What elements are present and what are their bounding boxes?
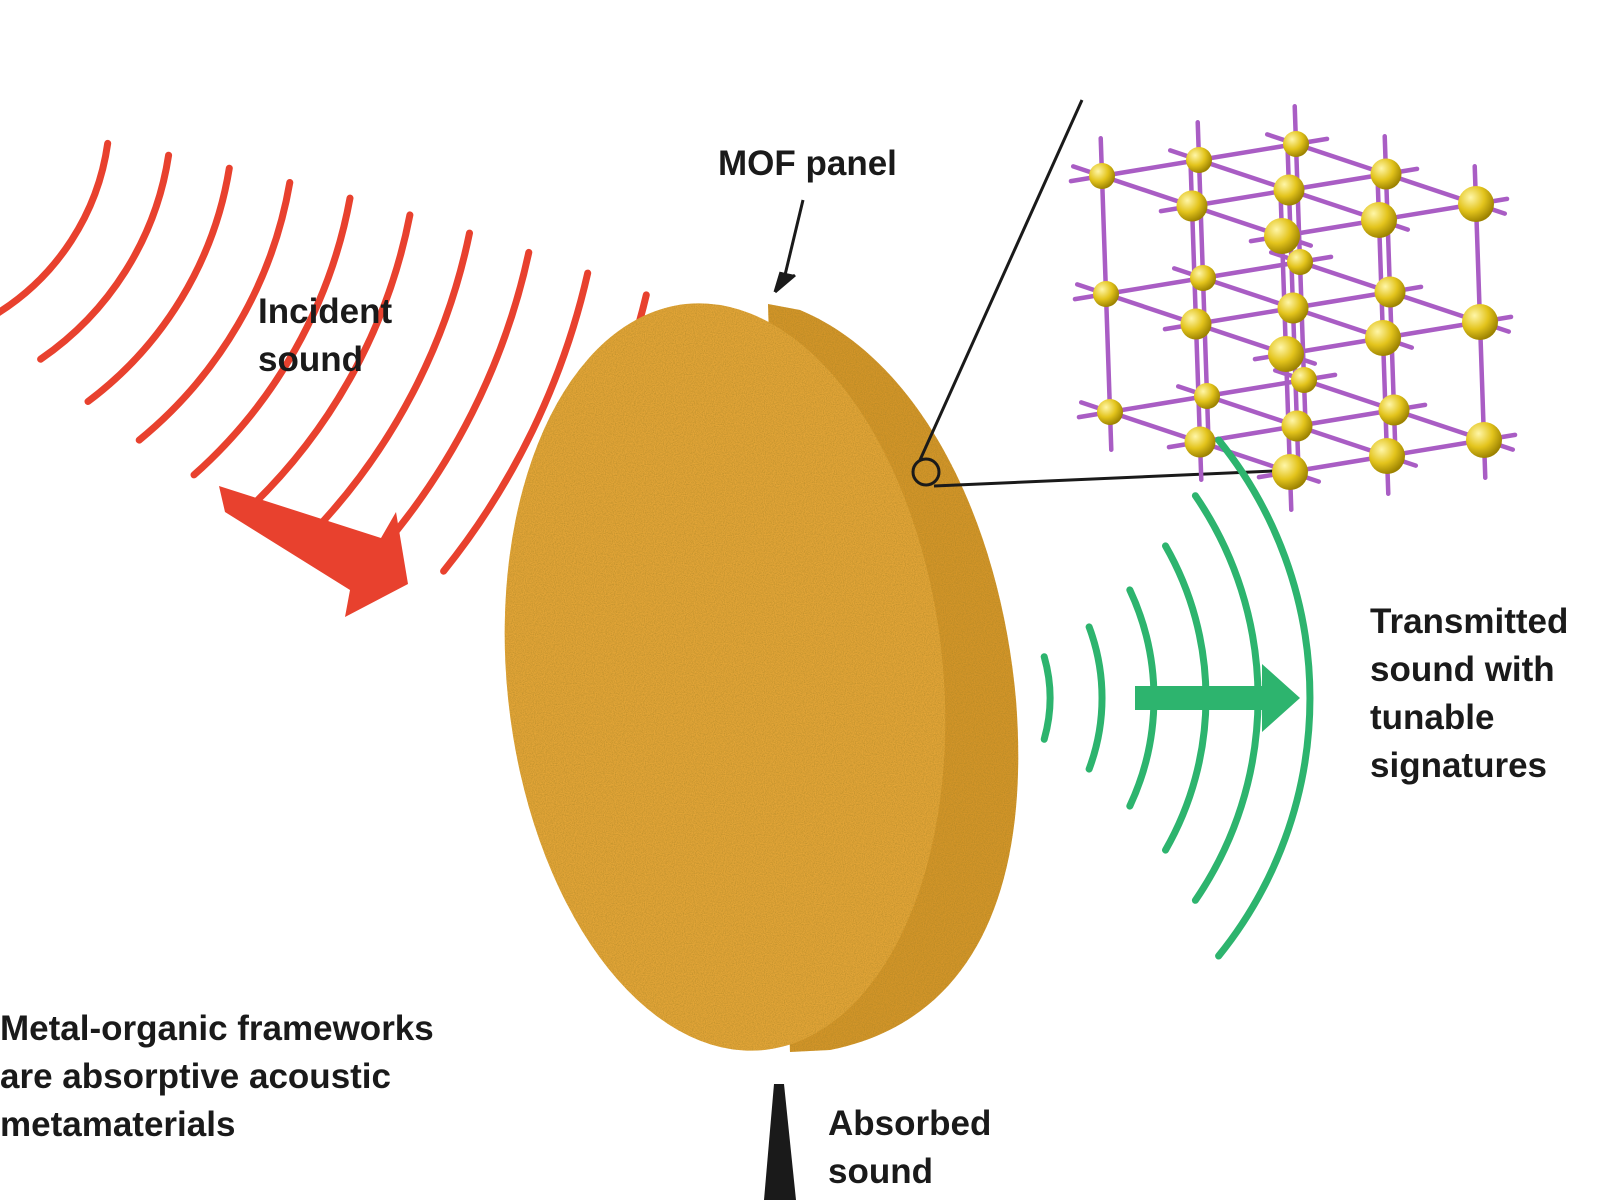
lattice-atom <box>1370 158 1402 190</box>
incident-wave-arc <box>248 211 414 510</box>
incident-wave-arc <box>190 194 354 479</box>
lattice-bond <box>1200 259 1303 281</box>
lattice-atom <box>1097 399 1123 425</box>
lattice-bond <box>1107 393 1210 415</box>
incident-wave-arc <box>37 151 173 363</box>
panel-front-face <box>504 303 946 1051</box>
lattice-atom <box>1374 276 1406 308</box>
lattice-bond <box>1189 203 1199 327</box>
lattice-atom <box>1180 308 1212 340</box>
lattice-bond <box>1293 141 1303 265</box>
lattice-bond <box>1290 289 1393 311</box>
lattice-atom <box>1361 202 1397 238</box>
lattice-atom <box>1089 163 1115 189</box>
lattice-bond <box>1099 173 1109 297</box>
lattice-atom <box>1268 336 1304 372</box>
lattice-bond <box>1103 291 1113 415</box>
lattice-bond <box>1196 141 1299 163</box>
lattice-bond <box>1189 187 1292 209</box>
lattice-bond <box>1193 321 1203 445</box>
lattice-bond <box>1107 409 1203 445</box>
lattice-bond <box>1477 319 1487 443</box>
transmitted-wave-arc <box>1040 653 1054 743</box>
lattice-atom <box>1378 394 1410 426</box>
lattice-bond <box>1200 275 1210 399</box>
lattice-bond <box>1294 407 1397 429</box>
lattice-atom <box>1186 147 1212 173</box>
lattice-bond <box>1196 157 1292 193</box>
zoom-circle <box>911 457 941 487</box>
mof-panel-pointer <box>773 199 805 294</box>
mof-panel-disc <box>504 303 1019 1052</box>
lattice-atom <box>1272 454 1308 490</box>
incident-arrow-icon <box>219 486 408 617</box>
lattice-bond <box>1297 259 1393 295</box>
incident-wave-arc <box>0 139 112 316</box>
metal-organic-framework-lattice <box>1068 103 1518 513</box>
lattice-atom <box>1458 186 1494 222</box>
lattice-atom <box>1466 422 1502 458</box>
incident-wave-arc <box>373 248 533 558</box>
lattice-bond <box>1099 173 1195 209</box>
lattice-atom <box>1277 292 1309 324</box>
zoom-lines <box>918 99 1297 488</box>
lattice-bond <box>1473 201 1483 325</box>
incident-wave-arc <box>440 269 592 575</box>
lattice-atom <box>1365 320 1401 356</box>
lattice-bond <box>1099 157 1202 179</box>
lattice-atom <box>1176 190 1208 222</box>
lattice-bond <box>1301 377 1397 413</box>
transmitted-sound-label: Transmitted sound with tunable signature… <box>1370 602 1569 785</box>
lattice-atom <box>1264 218 1300 254</box>
lattice-atom <box>1190 265 1216 291</box>
lattice-atom <box>1369 438 1405 474</box>
lattice-bond <box>1196 157 1206 281</box>
incident-sound-label: Incident sound <box>258 292 393 379</box>
transmitted-wave-arc <box>1215 436 1314 960</box>
lattice-bond <box>1293 141 1389 177</box>
lattice-bond <box>1376 217 1386 341</box>
lattice-bond <box>1103 291 1199 327</box>
lattice-bond <box>1297 259 1307 383</box>
caption: Metal-organic frameworks are absorptive … <box>0 1009 434 1144</box>
lattice-bond <box>1103 275 1206 297</box>
lattice-bond <box>1204 377 1307 399</box>
lattice-atom <box>1291 367 1317 393</box>
lattice-atom <box>1194 383 1220 409</box>
lattice-atom <box>1184 426 1216 458</box>
lattice-atom <box>1283 131 1309 157</box>
incident-wave-arc <box>84 164 233 405</box>
lattice-bond <box>1286 171 1389 193</box>
incident-wave-arc <box>309 229 473 536</box>
absorbed-sound-label: Absorbed sound <box>828 1104 992 1191</box>
lattice-bond <box>1200 275 1296 311</box>
lattice-bond <box>1193 305 1296 327</box>
absorbed-wedge-icon <box>764 1084 796 1200</box>
transmitted-wave-arc <box>1085 623 1106 773</box>
mof-panel-label: MOF panel <box>718 144 897 183</box>
lattice-atom <box>1462 304 1498 340</box>
lattice-atom <box>1273 174 1305 206</box>
lattice-bond <box>1204 393 1300 429</box>
transmitted-arrow-icon <box>1135 664 1300 732</box>
lattice-bond <box>1380 335 1390 459</box>
lattice-atom <box>1281 410 1313 442</box>
lattice-atom <box>1093 281 1119 307</box>
incident-wave-arc <box>135 179 294 444</box>
lattice-atom <box>1287 249 1313 275</box>
